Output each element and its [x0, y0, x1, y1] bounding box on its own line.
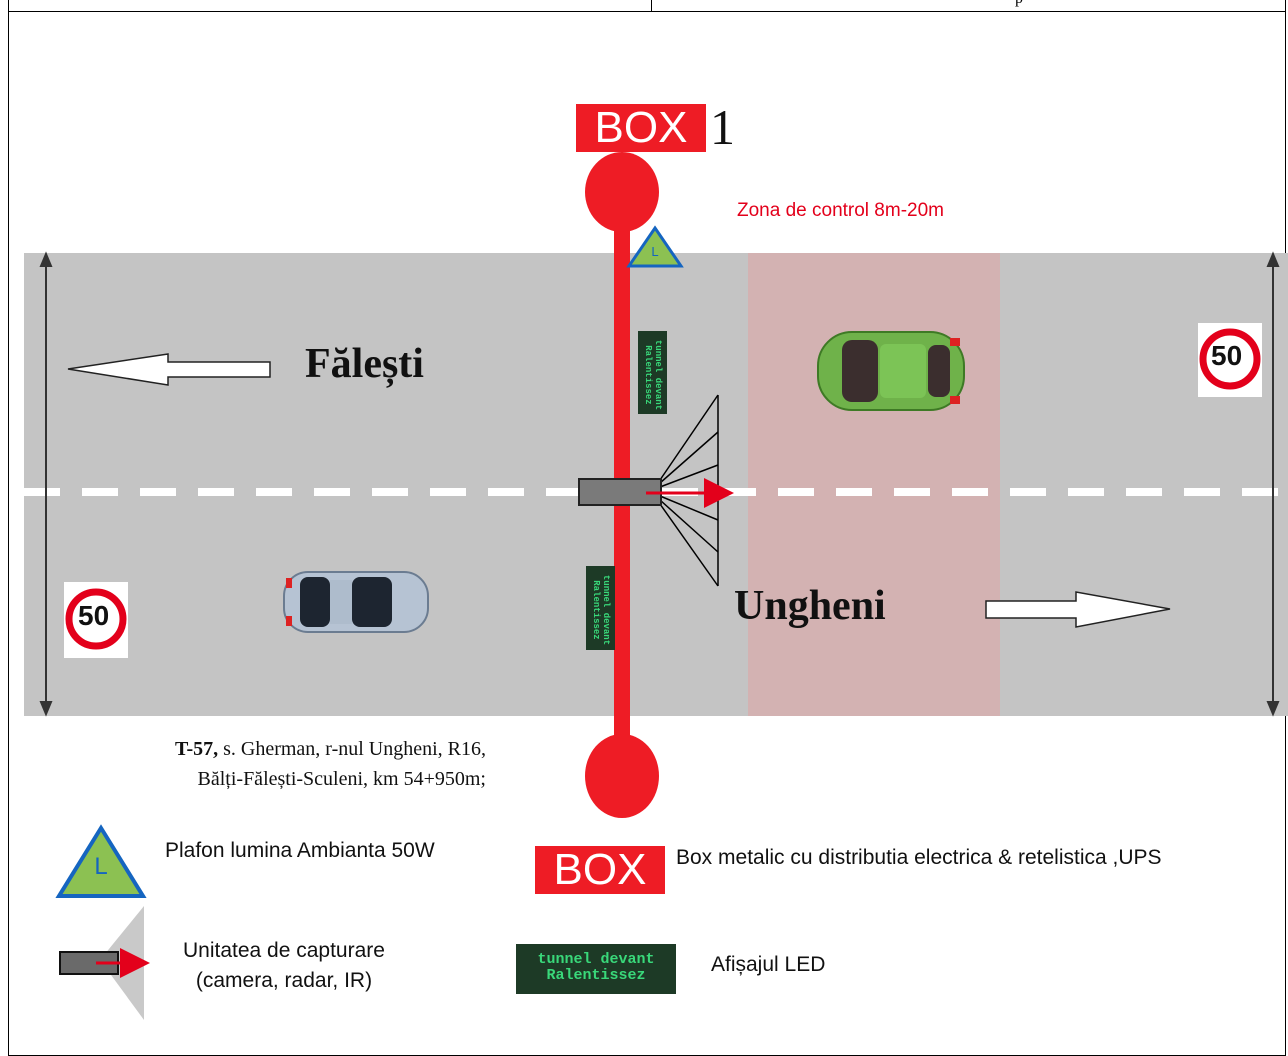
legend-box-label: Box metalic cu distributia electrica & r… [676, 846, 1162, 869]
led-sign-upper-text: tunnel devant Ralentissez [643, 333, 663, 417]
capture-unit [578, 478, 662, 506]
legend-led-line-2: Ralentissez [546, 967, 646, 984]
speed-limit-sign-right [1198, 323, 1262, 397]
legend-capture-line-2: (camera, radar, IR) [195, 969, 373, 992]
led-sign-lower [586, 566, 615, 650]
led-line-1: tunnel devant [653, 339, 663, 411]
legend-light-label: Plafon lumina Ambianta 50W [165, 839, 435, 862]
legend-led-text: tunnel devant Ralentissez [516, 952, 676, 984]
header-cell-text: p [1015, 0, 1023, 8]
legend-light-icon [55, 824, 147, 898]
box-number: 1 [710, 99, 735, 155]
ambient-light-icon [626, 225, 684, 268]
car-green [817, 331, 965, 411]
led-sign-lower-text: tunnel devant Ralentissez [591, 568, 611, 652]
table-cell-divider [651, 0, 652, 12]
led-sign-upper [638, 331, 667, 414]
car-grey [283, 571, 429, 633]
led-line-1: tunnel devant [601, 574, 611, 646]
legend-capture-line-1: Unitatea de capturare [183, 939, 385, 962]
led-line-2: Ralentissez [643, 345, 653, 405]
led-line-2: Ralentissez [591, 580, 601, 640]
table-row-border [8, 11, 1286, 12]
control-zone-label: Zona de control 8m-20m [737, 200, 944, 221]
box-label-top: BOX [576, 104, 706, 152]
legend-led-icon [516, 944, 676, 994]
svg-text:L: L [94, 853, 107, 880]
location-description: T-57, s. Gherman, r-nul Ungheni, R16, Bă… [96, 734, 486, 794]
legend-led-label: Afișajul LED [711, 953, 826, 976]
location-line-1: T-57, s. Gherman, r-nul Ungheni, R16, [96, 734, 486, 764]
legend-capture-label: Unitatea de capturare (camera, radar, IR… [183, 936, 385, 996]
legend-led-line-1: tunnel devant [537, 951, 655, 968]
road-width-arrow-right [1266, 251, 1280, 717]
road-width-arrow-left [39, 251, 53, 717]
control-zone [748, 253, 1000, 716]
city-label-falesti: Fălești [305, 341, 424, 387]
location-line-2: Bălți-Fălești-Sculeni, km 54+950m; [197, 768, 486, 790]
location-line-1-rest: s. Gherman, r-nul Ungheni, R16, [218, 738, 486, 760]
direction-arrow-left [67, 353, 271, 386]
speed-limit-value-left: 50 [78, 600, 110, 631]
road-code: T-57, [174, 738, 219, 760]
speed-limit-sign-left [64, 582, 128, 658]
legend-box-icon: BOX [535, 846, 665, 894]
speed-limit-value-right: 50 [1211, 340, 1243, 371]
svg-text:L: L [651, 244, 658, 259]
pole-base-bottom [585, 734, 659, 818]
direction-arrow-right [985, 591, 1171, 628]
pole-base-top [585, 152, 659, 232]
city-label-ungheni: Ungheni [734, 583, 886, 629]
legend-capture-icon [59, 906, 150, 1020]
